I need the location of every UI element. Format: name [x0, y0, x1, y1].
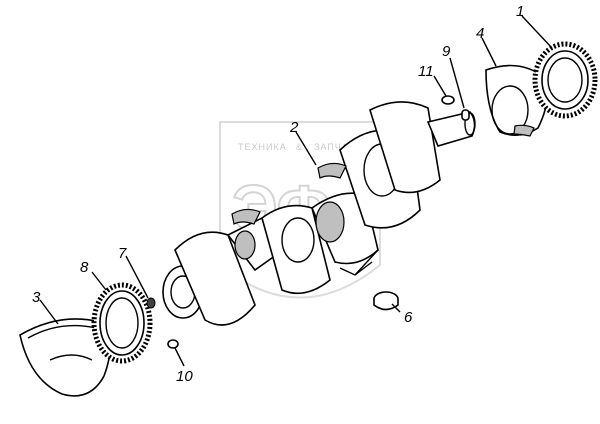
watermark-text-amp: &	[296, 142, 303, 152]
part-3-pulley-half	[19, 318, 111, 397]
callout-3: 3	[32, 289, 41, 306]
part-6-bushing	[373, 291, 399, 311]
part-7-pin	[146, 297, 156, 309]
callout-11: 11	[418, 63, 434, 80]
axis-indicator	[339, 249, 379, 276]
callout-7: 7	[118, 245, 127, 262]
part-11-dowel	[441, 95, 455, 105]
callout-9: 9	[442, 43, 451, 60]
part-9-pin	[461, 109, 470, 121]
callout-10: 10	[176, 368, 193, 385]
watermark-text-right: ЗАПЧАСТИ	[314, 142, 370, 152]
part-2-crankshaft	[162, 101, 476, 326]
callout-4: 4	[476, 25, 484, 42]
part-1-gear-ring	[532, 41, 598, 119]
callout-8: 8	[80, 259, 89, 276]
callouts: 1 2 3 4 6 7 8 9 10 11	[32, 3, 524, 385]
callout-1: 1	[516, 3, 524, 20]
leader-lines	[39, 15, 553, 367]
part-4-thrust-half	[485, 64, 549, 137]
part-10-dowel	[167, 339, 179, 349]
part-8-gear-ring	[91, 282, 153, 364]
callout-6: 6	[404, 309, 413, 326]
watermark-text-left: ТЕХНИКА	[238, 142, 287, 152]
callout-2: 2	[289, 119, 299, 136]
